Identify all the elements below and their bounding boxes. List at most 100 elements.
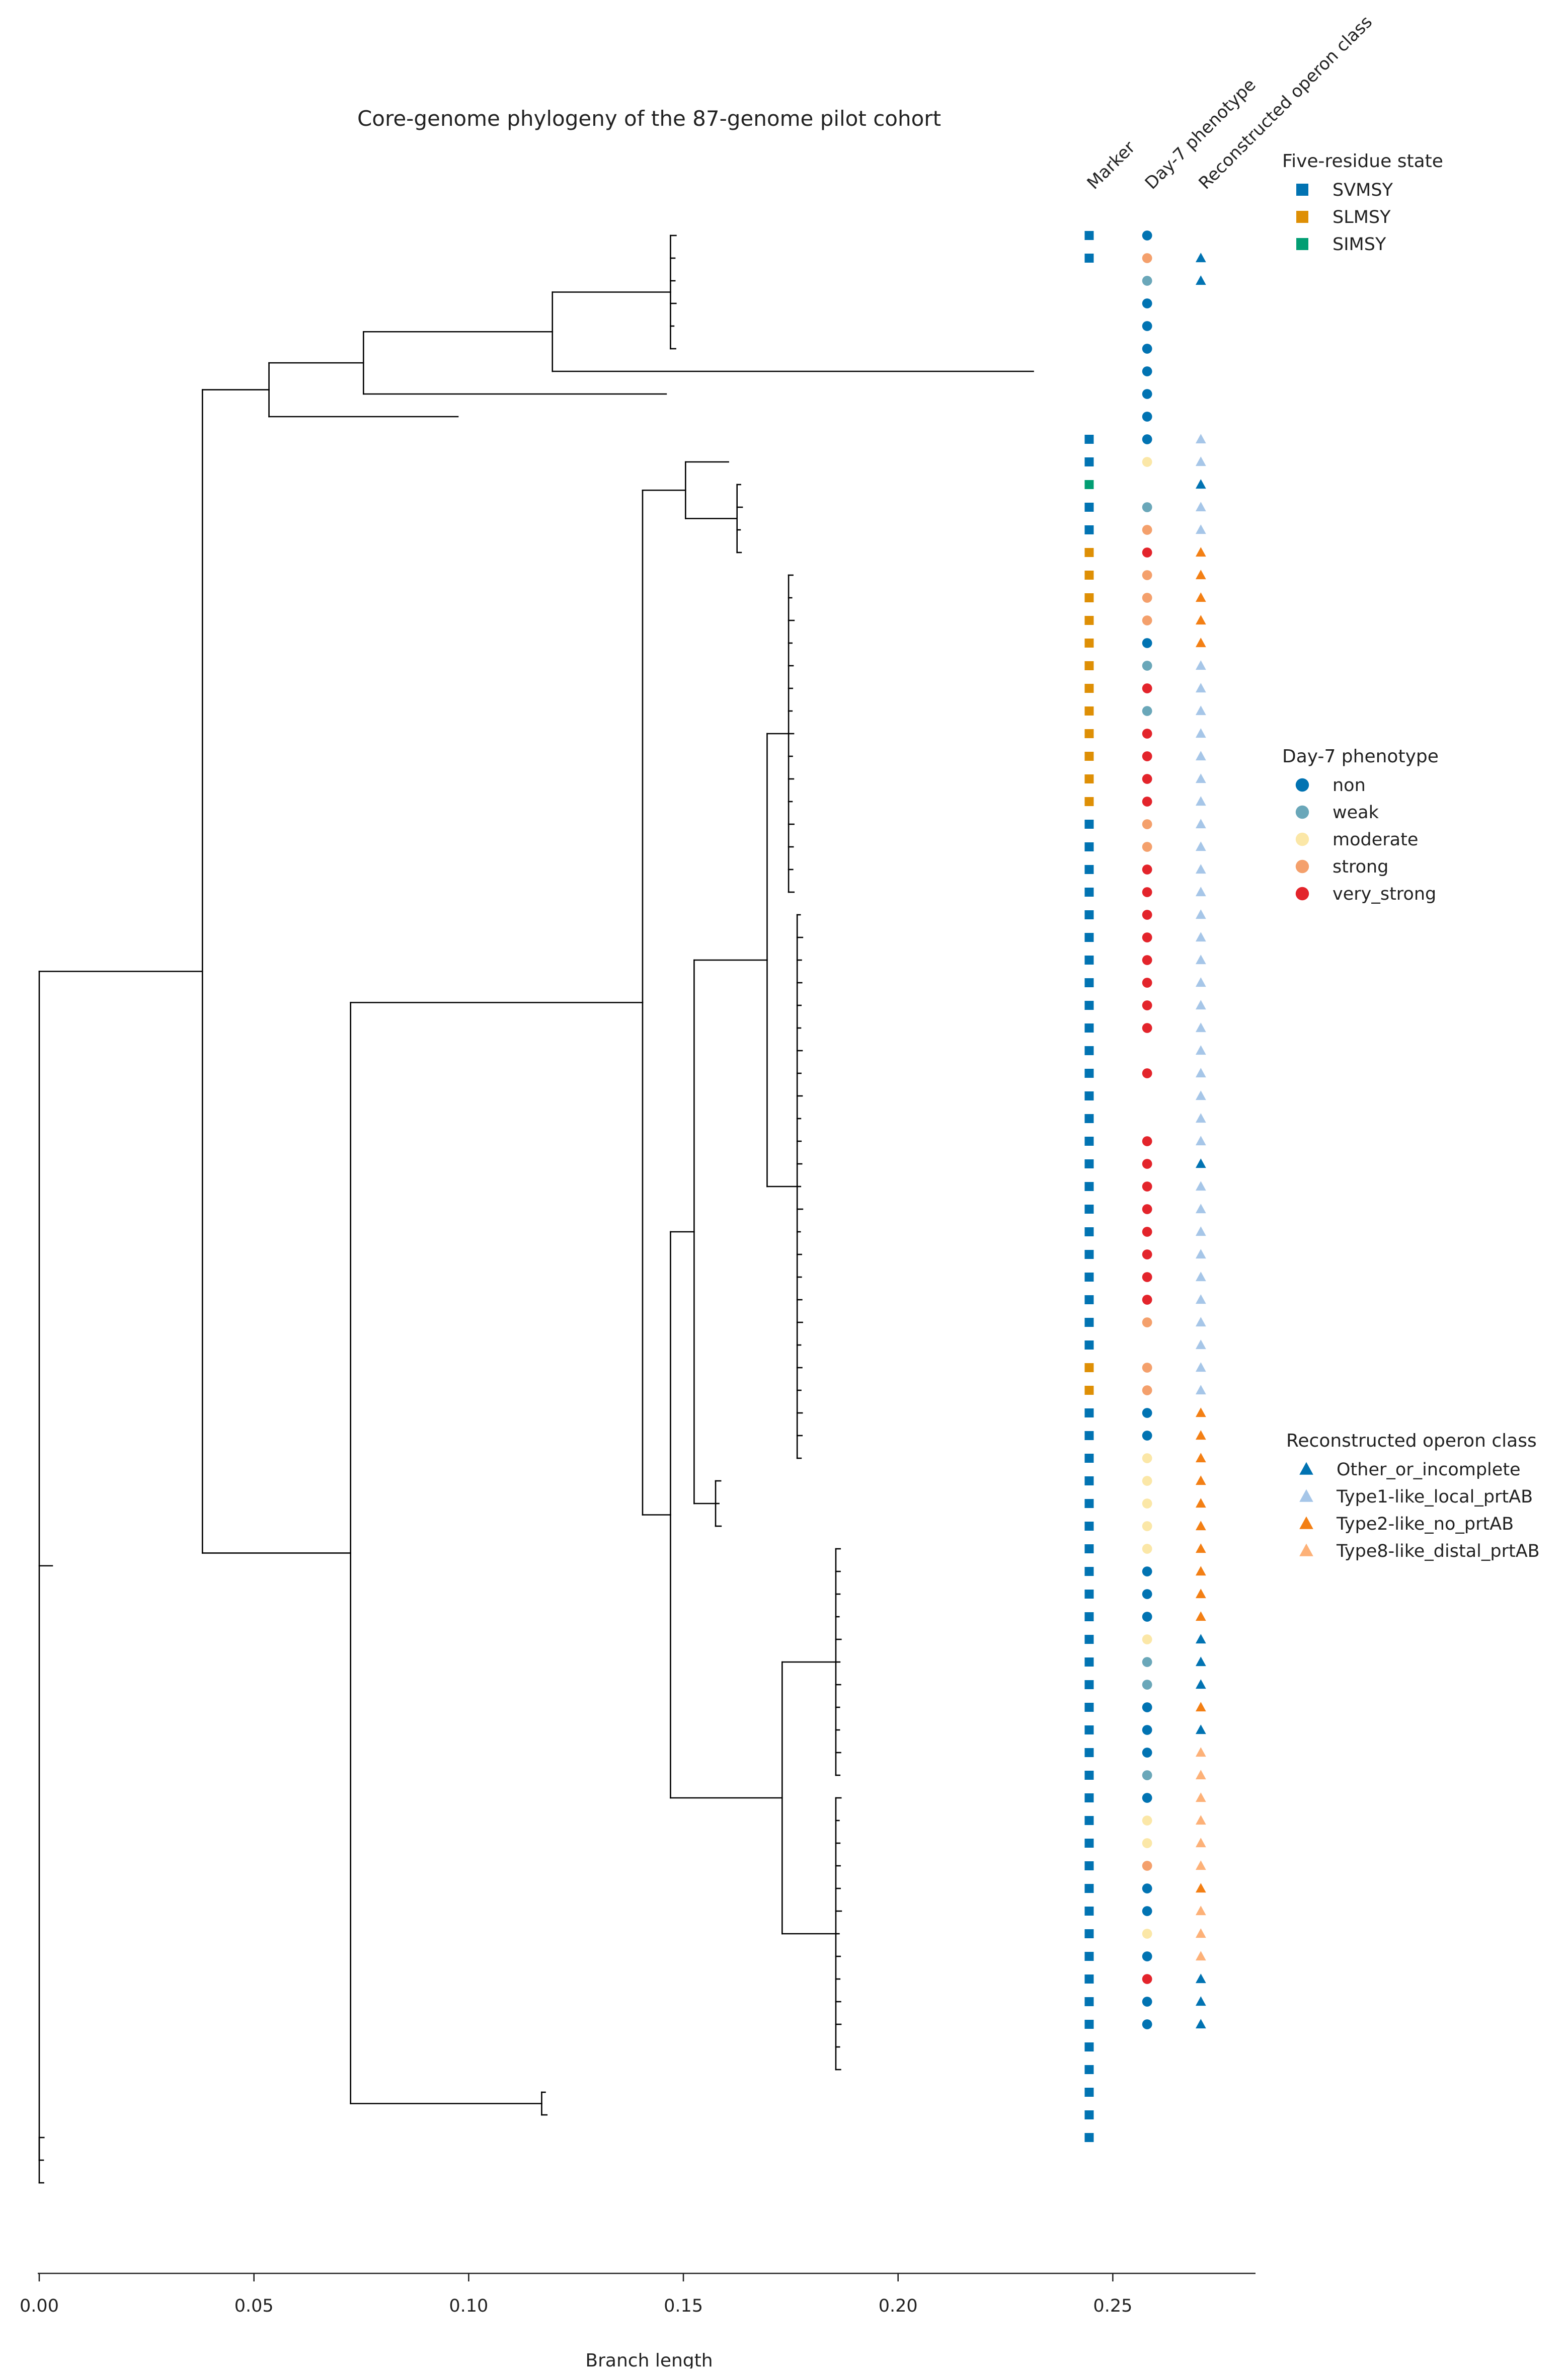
phenotype-mark [1142, 1838, 1152, 1848]
marker-mark [1084, 661, 1094, 670]
phenotype-mark [1142, 389, 1152, 399]
phenotype-mark [1142, 1657, 1152, 1667]
marker-mark [1084, 1907, 1094, 1916]
chart-title: Core-genome phylogeny of the 87-genome p… [357, 106, 941, 131]
phenotype-mark [1142, 751, 1152, 761]
operon-mark [1195, 502, 1206, 512]
operon-mark [1195, 1407, 1206, 1417]
marker-mark [1084, 1544, 1094, 1553]
operon-mark [1195, 728, 1206, 738]
phenotype-mark [1142, 525, 1152, 535]
phenotype-mark [1142, 1317, 1152, 1327]
marker-mark [1084, 978, 1094, 987]
marker-mark [1084, 1590, 1094, 1599]
legend-label: Type8-like_distal_prtAB [1336, 1541, 1540, 1561]
legend-label: non [1332, 775, 1366, 796]
operon-mark [1195, 2019, 1206, 2029]
legend-swatch [1299, 1516, 1313, 1529]
legend-swatch [1299, 1489, 1313, 1502]
phenotype-mark [1142, 661, 1152, 671]
operon-mark [1195, 1747, 1206, 1757]
phenotype-mark [1142, 593, 1152, 603]
annotation-marks [1084, 230, 1206, 2142]
phenotype-mark [1142, 457, 1152, 467]
operon-mark [1195, 1543, 1206, 1553]
phenotype-mark [1142, 1295, 1152, 1305]
operon-mark [1195, 751, 1206, 761]
operon-mark [1195, 660, 1206, 670]
phenotype-mark [1142, 683, 1152, 693]
marker-mark [1084, 525, 1094, 534]
marker-mark [1084, 435, 1094, 444]
phenotype-mark [1142, 864, 1152, 875]
operon-mark [1195, 1928, 1206, 1938]
x-tick-label: 0.25 [1093, 2296, 1132, 2316]
operon-mark [1195, 253, 1206, 263]
operon-mark [1195, 864, 1206, 874]
marker-mark [1084, 933, 1094, 942]
x-tick-label: 0.15 [664, 2296, 703, 2316]
marker-mark [1084, 1612, 1094, 1621]
phenotype-mark [1142, 253, 1152, 263]
phenotype-mark [1142, 298, 1152, 308]
phenotype-mark [1142, 1725, 1152, 1735]
operon-mark [1195, 1317, 1206, 1327]
phenotype-mark [1142, 1997, 1152, 2007]
marker-mark [1084, 1069, 1094, 1078]
marker-mark [1084, 1522, 1094, 1531]
marker-mark [1084, 820, 1094, 829]
phenotype-mark [1142, 344, 1152, 354]
operon-mark [1195, 1656, 1206, 1667]
operon-mark [1195, 275, 1206, 285]
operon-mark [1195, 887, 1206, 897]
operon-mark [1195, 955, 1206, 965]
operon-mark [1195, 1589, 1206, 1599]
phenotype-mark [1142, 774, 1152, 784]
operon-mark [1195, 909, 1206, 919]
marker-mark [1084, 774, 1094, 783]
phenotype-mark [1142, 729, 1152, 739]
marker-mark [1084, 548, 1094, 557]
operon-mark [1195, 1860, 1206, 1870]
operon-mark [1195, 932, 1206, 942]
marker-mark [1084, 1205, 1094, 1214]
operon-mark [1195, 1724, 1206, 1734]
marker-mark [1084, 1159, 1094, 1168]
operon-mark [1195, 1113, 1206, 1123]
marker-mark [1084, 1680, 1094, 1689]
operon-mark [1195, 456, 1206, 466]
phenotype-mark [1142, 1680, 1152, 1690]
phenotype-mark [1142, 706, 1152, 716]
phenotype-mark [1142, 1566, 1152, 1576]
operon-mark [1195, 705, 1206, 716]
phenotype-mark [1142, 1815, 1152, 1826]
marker-mark [1084, 1273, 1094, 1282]
legend-swatch [1296, 238, 1308, 250]
x-tick-label: 0.10 [449, 2296, 488, 2316]
marker-mark [1084, 1703, 1094, 1712]
marker-mark [1084, 1657, 1094, 1667]
operon-mark [1195, 1498, 1206, 1508]
marker-mark [1084, 956, 1094, 965]
marker-mark [1084, 1567, 1094, 1576]
operon-mark [1195, 1996, 1206, 2006]
operon-mark [1195, 479, 1206, 489]
phenotype-mark [1142, 910, 1152, 920]
phenotype-mark [1142, 1612, 1152, 1622]
phenotype-mark [1142, 1702, 1152, 1712]
phenotype-mark [1142, 1159, 1152, 1169]
phenotype-mark [1142, 1136, 1152, 1146]
phenotype-mark [1142, 1770, 1152, 1780]
operon-mark [1195, 1136, 1206, 1146]
phenotype-mark [1142, 1181, 1152, 1192]
phenotype-mark [1142, 570, 1152, 580]
tree-layer [38, 234, 1034, 2184]
marker-mark [1084, 2065, 1094, 2074]
phenotype-mark [1142, 1883, 1152, 1893]
operon-mark [1195, 1294, 1206, 1304]
legend-swatch [1295, 887, 1309, 901]
legend-title: Reconstructed operon class [1286, 1431, 1537, 1451]
